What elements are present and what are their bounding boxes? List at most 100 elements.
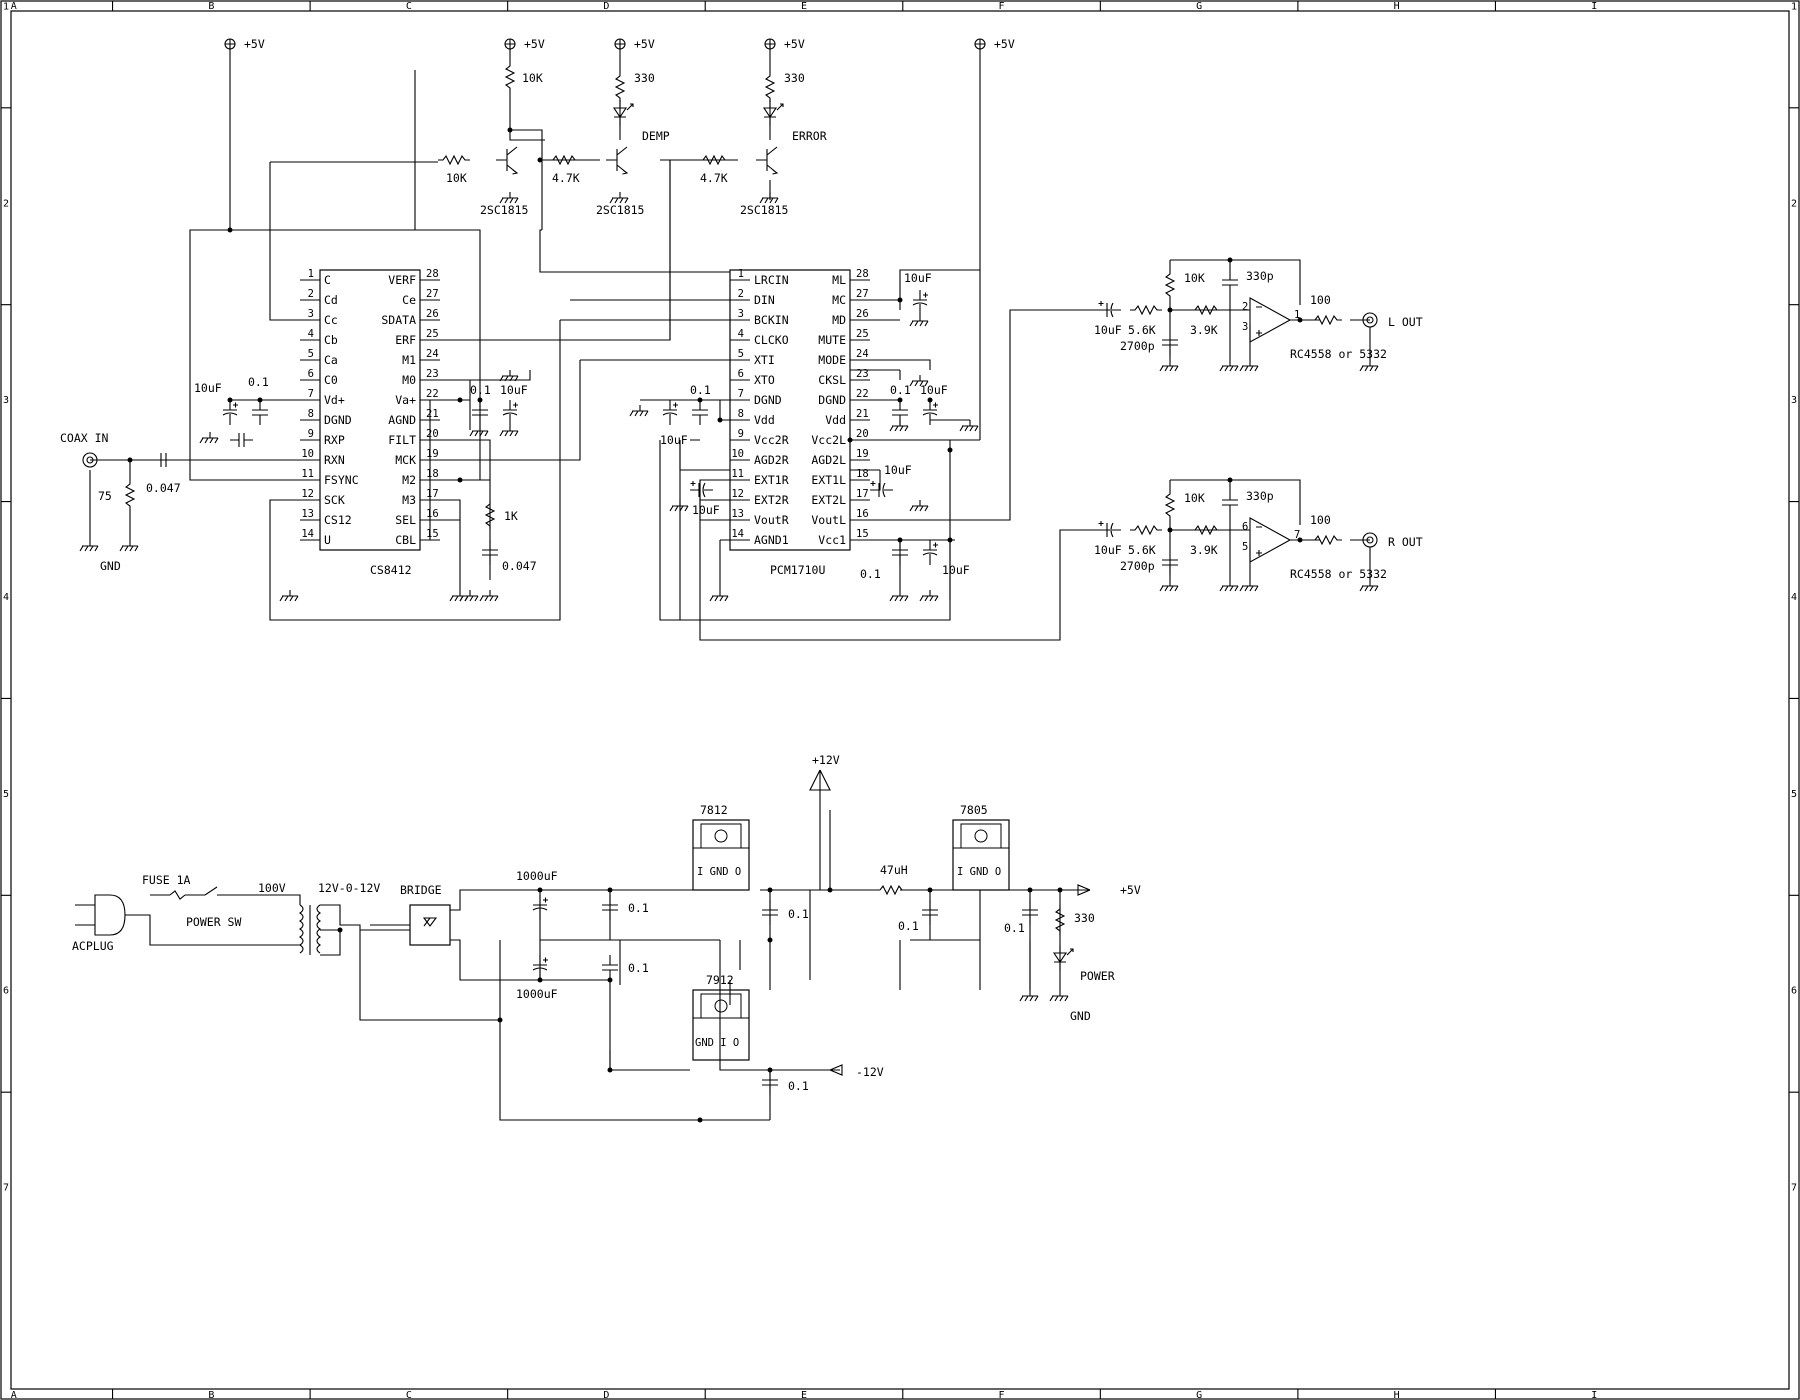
label-c10uf-f: 10uF	[920, 383, 948, 397]
dac-pin-name-27: MC	[832, 293, 846, 307]
label-c1000uf-b: 1000uF	[516, 987, 558, 1001]
border-col-bottom-B: B	[208, 1390, 214, 1400]
receiver-pin-name-26: SDATA	[381, 313, 416, 327]
label-r4k7-a: 4.7K	[552, 171, 580, 185]
label-minus12v: -12V	[856, 1065, 884, 1079]
label-r100-l: 100	[1310, 293, 1331, 307]
border-col-top-B: B	[208, 1, 214, 12]
label-r330-a: 330	[634, 71, 655, 85]
dac-pin-name-5: XTI	[754, 353, 775, 367]
label-plus5v-b: +5V	[524, 37, 545, 51]
border-row-right-3: 3	[1791, 395, 1797, 406]
label-7812-pins: I GND O	[697, 866, 741, 878]
label-fuse: FUSE 1A	[142, 873, 191, 887]
dac-pin-name-9: Vcc2R	[754, 433, 789, 447]
dac-pin-name-13: VoutR	[754, 513, 789, 527]
label-opamp-l: RC4558 or 5332	[1290, 347, 1387, 361]
receiver-pin-name-4: Cb	[324, 333, 338, 347]
junction-dots	[127, 127, 1303, 1123]
label-gnd-coax: GND	[100, 559, 121, 573]
dac-pin-name-3: BCKIN	[754, 313, 789, 327]
receiver-pin-name-25: ERF	[395, 333, 416, 347]
dac-pin-name-18: EXT1L	[811, 473, 846, 487]
dac-pin-num-8: 8	[738, 408, 744, 420]
label-c10uf-g: 10uF	[884, 463, 912, 477]
label-r10k-r: 10K	[1184, 491, 1205, 505]
label-bridge: BRIDGE	[400, 883, 442, 897]
label-c10uf-a: 10uF	[194, 381, 222, 395]
label-7805-pins: I GND O	[957, 866, 1001, 878]
dac-pin-name-6: XTO	[754, 373, 775, 387]
label-plus5v-a: +5V	[244, 37, 265, 51]
dac-pin-name-23: CKSL	[818, 373, 846, 387]
dac-pin-num-28: 28	[856, 268, 869, 280]
dac-pin-num-26: 26	[856, 308, 869, 320]
dac-pin-name-1: LRCIN	[754, 273, 789, 287]
border-col-top-C: C	[406, 1, 412, 12]
border-col-top-E: E	[801, 1, 807, 12]
label-c01-psu-a: 0.1	[628, 901, 649, 915]
receiver-pin-num-5: 5	[308, 348, 314, 360]
label-r330-power: 330	[1074, 911, 1095, 925]
border-row-left-7: 7	[3, 1183, 9, 1194]
label-c10uf-l: 10uF	[1094, 323, 1122, 337]
label-7912-pins: GND I O	[695, 1037, 739, 1049]
label-7805: 7805	[960, 803, 988, 817]
receiver-pin-name-13: CS12	[324, 513, 352, 527]
label-plus5v-psu: +5V	[1120, 883, 1141, 897]
border-col-top-G: G	[1196, 1, 1202, 12]
label-gnd-psu: GND	[1070, 1009, 1091, 1023]
label-c01-psu-e: 0.1	[1004, 921, 1025, 935]
dac-pin-name-25: MUTE	[818, 333, 846, 347]
border-row-right-6: 6	[1791, 986, 1797, 997]
border-col-bottom-C: C	[406, 1390, 412, 1400]
receiver-pin-name-18: M2	[402, 473, 416, 487]
dac-pin-name-2: DIN	[754, 293, 775, 307]
dac-pin-name-4: CLCKO	[754, 333, 789, 347]
dac-pin-num-3: 3	[738, 308, 744, 320]
receiver-pin-name-15: CBL	[395, 533, 416, 547]
dac-pin-name-26: MD	[832, 313, 846, 327]
dac-pin-num-24: 24	[856, 348, 869, 360]
component-labels: CS8412 PCM1710U +5V +5V +5V +5V +5V 10K …	[60, 37, 1423, 1093]
cs8412-name: CS8412	[370, 563, 412, 577]
border-col-bottom-F: F	[999, 1390, 1005, 1400]
upper-components	[79, 38, 1379, 602]
opamp-r-pin-out: 7	[1294, 529, 1300, 541]
border-row-right-4: 4	[1791, 592, 1797, 603]
opamp-r-pin-a: 6	[1242, 521, 1248, 533]
border-col-top-A: A	[11, 1, 17, 12]
border-col-top-I: I	[1591, 1, 1597, 12]
border-col-bottom-A: A	[11, 1390, 17, 1400]
border-col-bottom-G: G	[1196, 1390, 1202, 1400]
receiver-pin-name-22: Va+	[395, 393, 416, 407]
dac-pin-name-28: ML	[832, 273, 846, 287]
dac-pin-num-17: 17	[856, 488, 869, 500]
label-r1k: 1K	[504, 509, 518, 523]
dac-pin-num-9: 9	[738, 428, 744, 440]
receiver-pin-num-22: 22	[426, 388, 439, 400]
receiver-pin-name-11: FSYNC	[324, 473, 359, 487]
receiver-pin-name-7: Vd+	[324, 393, 345, 407]
border-col-top-H: H	[1394, 1, 1400, 12]
receiver-pin-name-8: DGND	[324, 413, 352, 427]
dac-pin-name-24: MODE	[818, 353, 846, 367]
dac-pin-num-20: 20	[856, 428, 869, 440]
label-r5k6-r: 5.6K	[1128, 543, 1156, 557]
receiver-pin-num-19: 19	[426, 448, 439, 460]
receiver-pin-name-24: M1	[402, 353, 416, 367]
receiver-pin-num-15: 15	[426, 528, 439, 540]
receiver-pin-name-19: MCK	[395, 453, 416, 467]
label-47uh: 47uH	[880, 863, 908, 877]
opamp-r-pin-b: 5	[1242, 541, 1248, 553]
receiver-pin-num-14: 14	[301, 528, 314, 540]
border-col-top-D: D	[603, 1, 609, 12]
receiver-pin-num-3: 3	[308, 308, 314, 320]
dac-pin-name-22: DGND	[818, 393, 846, 407]
receiver-pin-name-5: Ca	[324, 353, 338, 367]
border-row-left-4: 4	[3, 592, 9, 603]
receiver-pin-num-26: 26	[426, 308, 439, 320]
